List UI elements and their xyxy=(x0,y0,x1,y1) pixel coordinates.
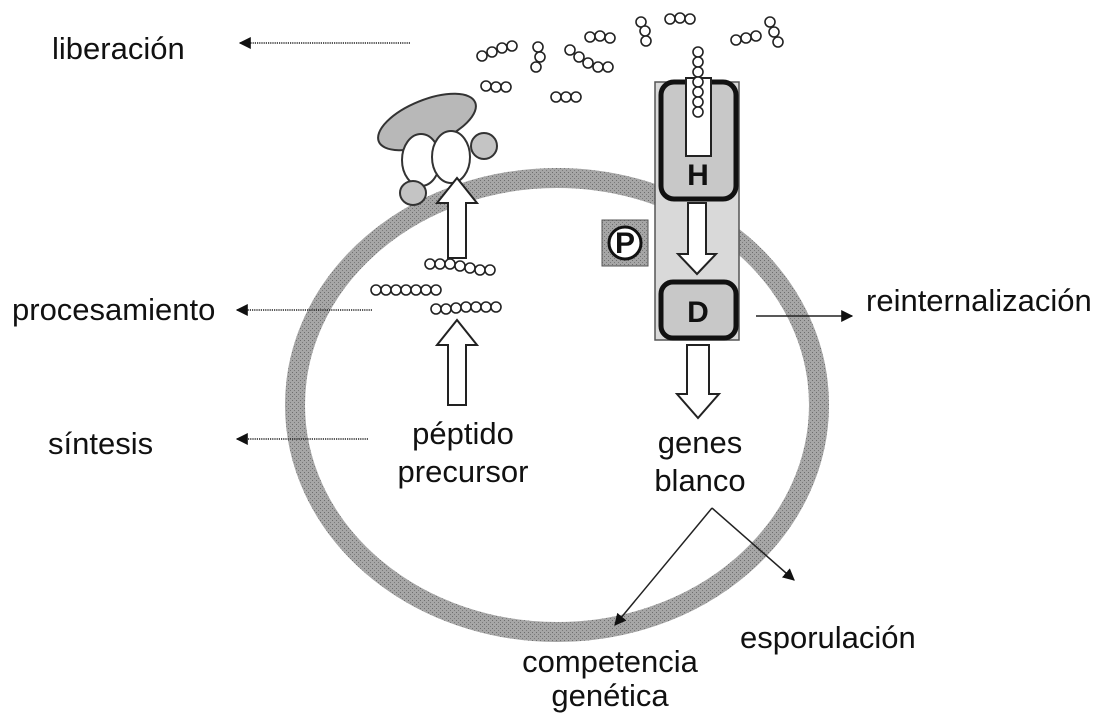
peptido-line2: precursor xyxy=(393,453,533,491)
competencia-line2: genética xyxy=(510,679,710,713)
genes-line2: blanco xyxy=(640,462,760,500)
genes-line1: genes xyxy=(640,424,760,462)
receptor-column: H D xyxy=(655,47,739,340)
label-reinternalizacion: reinternalización xyxy=(866,285,1092,316)
label-competencia-genetica: competencia genética xyxy=(510,645,710,713)
response-regulator-letter: D xyxy=(687,296,709,329)
label-sintesis: síntesis xyxy=(48,428,153,459)
label-liberacion: liberación xyxy=(52,33,185,64)
peptido-line1: péptido xyxy=(393,415,533,453)
label-procesamiento: procesamiento xyxy=(12,294,215,325)
phosphate-marker: P xyxy=(602,220,648,266)
cell-membrane xyxy=(295,178,819,632)
upward-arrow-lower xyxy=(437,320,477,405)
label-esporulacion: esporulación xyxy=(740,622,916,653)
histidine-kinase-letter: H xyxy=(687,159,709,192)
label-peptido-precursor: péptido precursor xyxy=(393,415,533,491)
downward-arrow-genes xyxy=(677,345,719,418)
competencia-line1: competencia xyxy=(510,645,710,679)
intracellular-peptides xyxy=(371,259,501,314)
svg-text:P: P xyxy=(615,227,635,260)
label-genes-blanco: genes blanco xyxy=(640,424,760,500)
